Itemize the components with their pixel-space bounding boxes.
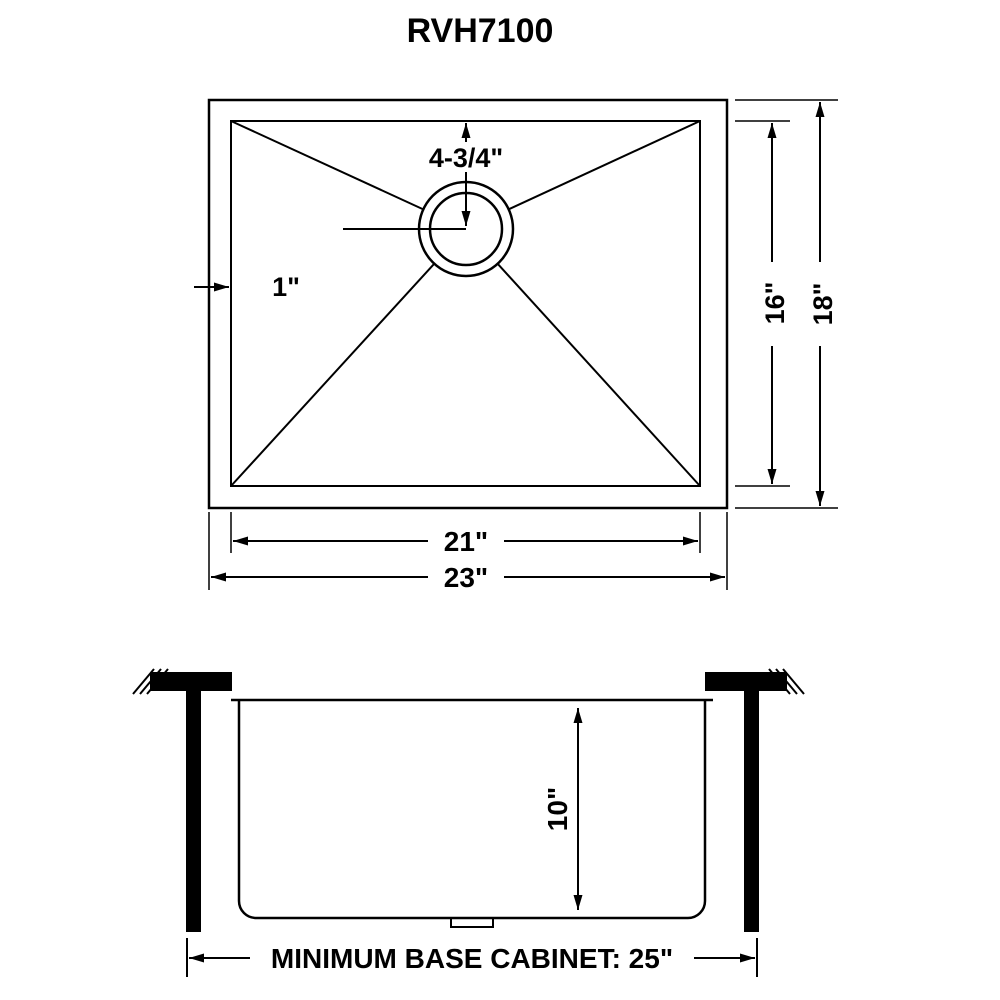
label-mask [800, 262, 836, 346]
cabinet-wall-left [186, 691, 201, 932]
drain-offset-label: 4-3/4" [429, 143, 503, 173]
dimension-inner-height: 16" [735, 120, 790, 487]
rim-width-label: 1" [272, 272, 300, 302]
dimension-depth: 10" [542, 708, 583, 910]
countertop-left [150, 672, 232, 691]
sink-outer-rim [207, 98, 729, 510]
hatch-marks-left [132, 668, 169, 695]
drawing-title: RVH7100 [407, 12, 554, 50]
outer-width-label: 23" [444, 562, 488, 593]
slope-line-bottom-right [465, 228, 701, 487]
outer-height-label: 18" [808, 283, 838, 326]
hatch-marks-right [768, 668, 805, 695]
label-mask [428, 525, 504, 555]
cabinet-wall-right [744, 691, 759, 932]
sink-bowl-edge [230, 120, 701, 487]
dimension-inner-width: 21" [230, 512, 701, 557]
label-mask [428, 561, 504, 591]
inner-width-label: 21" [444, 526, 488, 557]
dimension-outer-width: 23" [208, 512, 728, 593]
inner-height-label: 16" [760, 282, 790, 325]
slope-line-bottom-left [230, 228, 467, 487]
dimension-drain-offset: 4-3/4" [420, 123, 512, 226]
label-mask [420, 142, 512, 172]
dimension-rim-width: 1" [194, 272, 300, 302]
label-mask [752, 262, 788, 346]
base-cabinet-label: MINIMUM BASE CABINET: 25" [271, 943, 673, 974]
dimension-base-cabinet: MINIMUM BASE CABINET: 25" [186, 938, 758, 977]
sink-bowl-profile [237, 700, 707, 920]
depth-label: 10" [542, 787, 573, 831]
side-view: 10" MINIMUM BASE CABINET: 25" [132, 668, 805, 977]
top-view: 4-3/4" 1" 16" 18" 21" [194, 98, 838, 593]
dimension-outer-height: 18" [735, 99, 838, 509]
drain-fitting [450, 918, 494, 928]
countertop-right [705, 672, 787, 691]
